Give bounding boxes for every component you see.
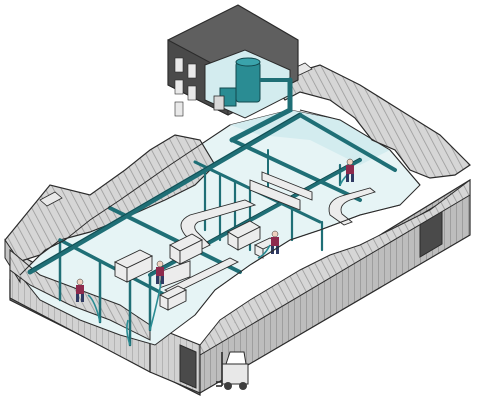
conveyor-line <box>159 171 376 295</box>
duct-network <box>27 77 397 347</box>
worker-icon <box>346 158 354 182</box>
machines <box>113 220 280 311</box>
dust-collector-icon <box>213 57 290 111</box>
roof <box>4 62 471 356</box>
cut-edges <box>19 109 421 316</box>
worker-icon <box>156 260 164 284</box>
worker-icon <box>76 278 84 302</box>
forklift-icon <box>216 351 249 390</box>
side-door <box>179 344 197 389</box>
worker-icon <box>271 230 279 254</box>
